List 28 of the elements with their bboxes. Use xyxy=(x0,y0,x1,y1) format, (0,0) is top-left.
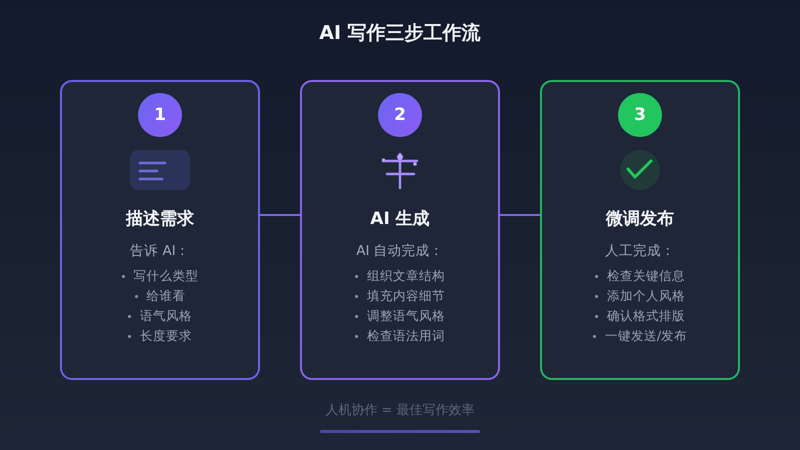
bullet-item: 给谁看 xyxy=(134,286,186,306)
step-intro-text: 人工完成： xyxy=(605,242,675,261)
step-number-badge: 3 xyxy=(618,93,662,137)
bullet-item: 调整语气风格 xyxy=(355,306,445,326)
diagram-title: AI 写作三步工作流 xyxy=(319,21,481,46)
bullet-item: 确认格式排版 xyxy=(595,306,685,326)
step-card xyxy=(540,80,740,380)
bullet-item: 写什么类型 xyxy=(122,266,198,286)
step-heading: AI 生成 xyxy=(370,208,430,231)
step-heading: 描述需求 xyxy=(126,208,194,231)
connector-line xyxy=(260,214,300,216)
bullet-item: 检查关键信息 xyxy=(595,266,685,286)
step-intro-text: 告诉 AI： xyxy=(130,242,190,261)
bullet-item: 填充内容细节 xyxy=(355,286,445,306)
bullet-item: 添加个人风格 xyxy=(595,286,685,306)
step-number-badge: 2 xyxy=(378,93,422,137)
bullet-item: 组织文章结构 xyxy=(355,266,445,286)
bullet-item: 检查语法用词 xyxy=(355,326,445,346)
caption-text: 人机协作 = 最佳写作效率 xyxy=(325,402,475,420)
bullet-item: 语气风格 xyxy=(128,306,192,326)
step-heading: 微调发布 xyxy=(606,208,674,231)
step-card xyxy=(60,80,260,380)
bullet-item: 一键发送/发布 xyxy=(592,326,688,346)
step-intro-text: AI 自动完成： xyxy=(356,242,444,261)
step-number-badge: 1 xyxy=(138,93,182,137)
connector-line xyxy=(500,214,540,216)
step-card xyxy=(300,80,500,380)
bullet-item: 长度要求 xyxy=(128,326,192,346)
